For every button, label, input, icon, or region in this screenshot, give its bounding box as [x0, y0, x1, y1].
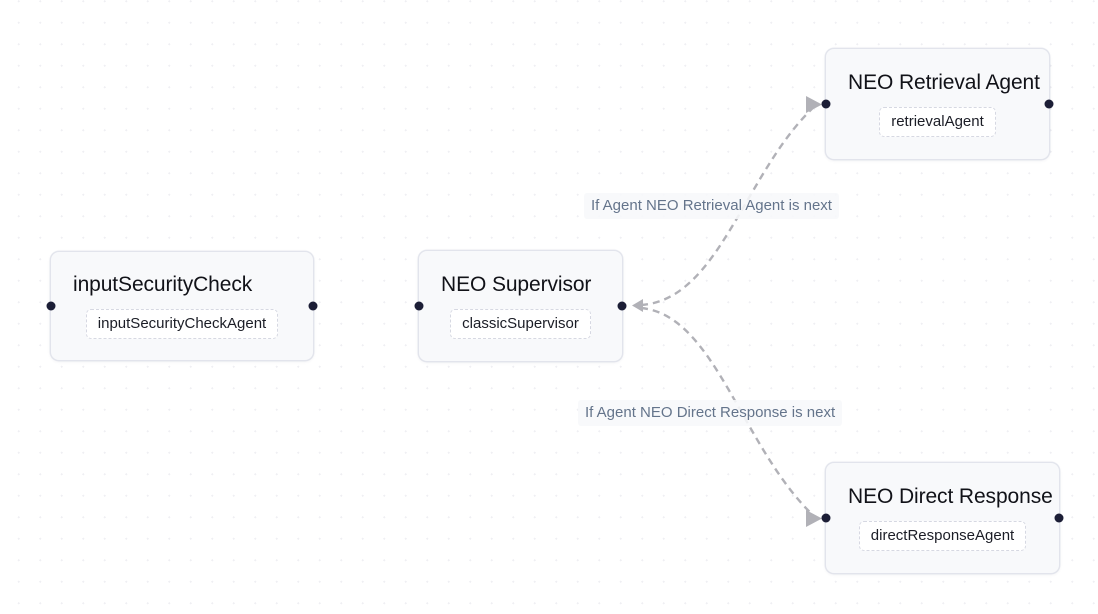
edge-label-retrieval[interactable]: If Agent NEO Retrieval Agent is next — [584, 193, 839, 219]
port-input-left[interactable] — [821, 513, 831, 523]
port-input-left[interactable] — [821, 99, 831, 109]
node-title: inputSecurityCheck — [73, 273, 253, 297]
port-input-left[interactable] — [46, 301, 56, 311]
port-output-right[interactable] — [617, 301, 627, 311]
port-output-right[interactable] — [1054, 513, 1064, 523]
node-neo-direct-response[interactable]: NEO Direct Response directResponseAgent — [821, 462, 1064, 574]
node-subtitle-badge[interactable]: classicSupervisor — [450, 308, 591, 339]
port-output-right[interactable] — [1044, 99, 1054, 109]
arrowhead-retrieval-icon — [806, 96, 822, 113]
node-title: NEO Direct Response — [848, 485, 1053, 509]
port-output-right[interactable] — [308, 301, 318, 311]
node-subtitle-badge[interactable]: retrievalAgent — [879, 106, 996, 137]
node-neo-retrieval-agent[interactable]: NEO Retrieval Agent retrievalAgent — [821, 48, 1054, 160]
port-input-left[interactable] — [414, 301, 424, 311]
node-title: NEO Retrieval Agent — [848, 71, 1040, 95]
node-title: NEO Supervisor — [441, 273, 592, 297]
node-neo-supervisor[interactable]: NEO Supervisor classicSupervisor — [414, 250, 627, 362]
node-input-security-check[interactable]: inputSecurityCheck inputSecurityCheckAge… — [46, 251, 318, 361]
node-subtitle-badge[interactable]: inputSecurityCheckAgent — [85, 308, 279, 339]
node-subtitle-badge[interactable]: directResponseAgent — [858, 520, 1027, 551]
edge-label-direct-response[interactable]: If Agent NEO Direct Response is next — [578, 400, 843, 426]
arrowhead-supervisor-output-icon — [632, 299, 643, 312]
arrowhead-direct-response-icon — [806, 510, 822, 527]
